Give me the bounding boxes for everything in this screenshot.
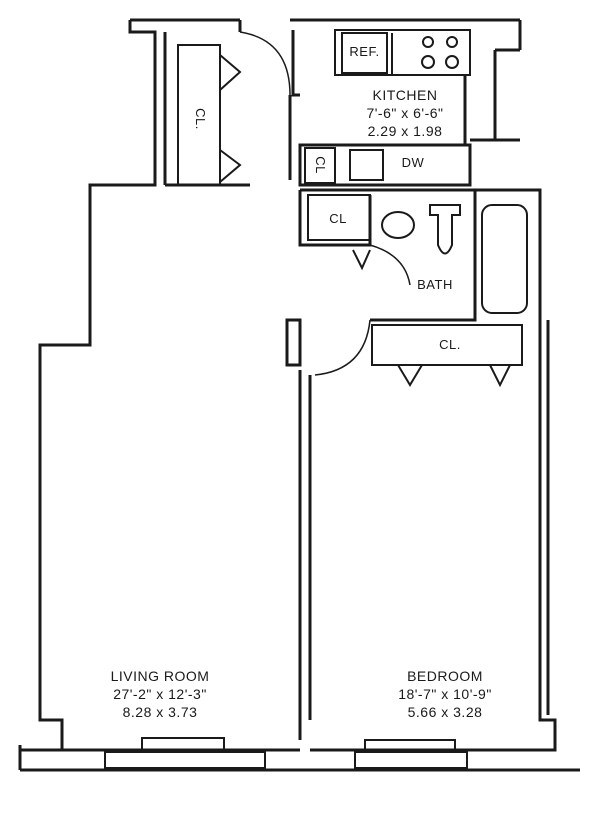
wall-top-left: [38, 18, 300, 752]
closet-small: [304, 147, 336, 184]
hall-closet: [177, 44, 221, 186]
kitchen-dim-metric: 2.29 x 1.98: [367, 123, 443, 139]
window-living: [104, 751, 266, 769]
bedroom-closet: [371, 324, 523, 366]
dishwasher-label: DW: [401, 155, 425, 170]
wall-hall-right: [238, 20, 292, 187]
wall-top-right: [290, 18, 522, 142]
kitchen-counter-top: [334, 29, 471, 76]
hall-closet-label: CL.: [193, 108, 208, 130]
closet-small-label: CL: [313, 156, 328, 174]
refrigerator: [341, 32, 388, 74]
bedroom-name: BEDROOM: [407, 668, 483, 684]
bath-closet-label: CL: [329, 211, 347, 226]
window-bedroom: [354, 751, 468, 769]
bedroom-dim-imperial: 18'-7" x 10'-9": [398, 686, 492, 702]
burner: [445, 55, 459, 69]
door-swing: [314, 319, 371, 376]
kitchen-dim-imperial: 7'-6" x 6'-6": [366, 105, 444, 121]
refrigerator-label: REF.: [349, 44, 380, 59]
door-swing: [369, 244, 411, 286]
kitchen-label: KITCHEN 7'-6" x 6'-6" 2.29 x 1.98: [340, 86, 470, 140]
sink-basin: [381, 211, 415, 239]
wall-bottom: [18, 745, 580, 772]
bath-closet: [307, 194, 371, 241]
kitchen-name: KITCHEN: [372, 87, 438, 103]
burner: [422, 36, 434, 48]
bedroom-dim-metric: 5.66 x 3.28: [407, 704, 483, 720]
living-room-label: LIVING ROOM 27'-2" x 12'-3" 8.28 x 3.73: [60, 667, 260, 721]
burner: [421, 55, 435, 69]
kitchen-east-wall: [298, 75, 472, 187]
wall-partition: [285, 318, 312, 740]
window-sill-living: [141, 737, 225, 753]
bedroom-closet-label: CL.: [439, 337, 461, 352]
bathtub: [481, 204, 528, 314]
sink: [349, 149, 384, 181]
living-room-name: LIVING ROOM: [110, 668, 210, 684]
window-sill-bedroom: [364, 739, 456, 753]
door-swing: [239, 31, 291, 96]
wall-bedroom: [310, 320, 557, 752]
toilet: [429, 204, 461, 255]
bath-label: BATH: [417, 277, 453, 292]
bedroom-label: BEDROOM 18'-7" x 10'-9" 5.66 x 3.28: [360, 667, 530, 721]
living-room-dim-imperial: 27'-2" x 12'-3": [113, 686, 207, 702]
living-room-dim-metric: 8.28 x 3.73: [122, 704, 198, 720]
burner: [446, 36, 458, 48]
